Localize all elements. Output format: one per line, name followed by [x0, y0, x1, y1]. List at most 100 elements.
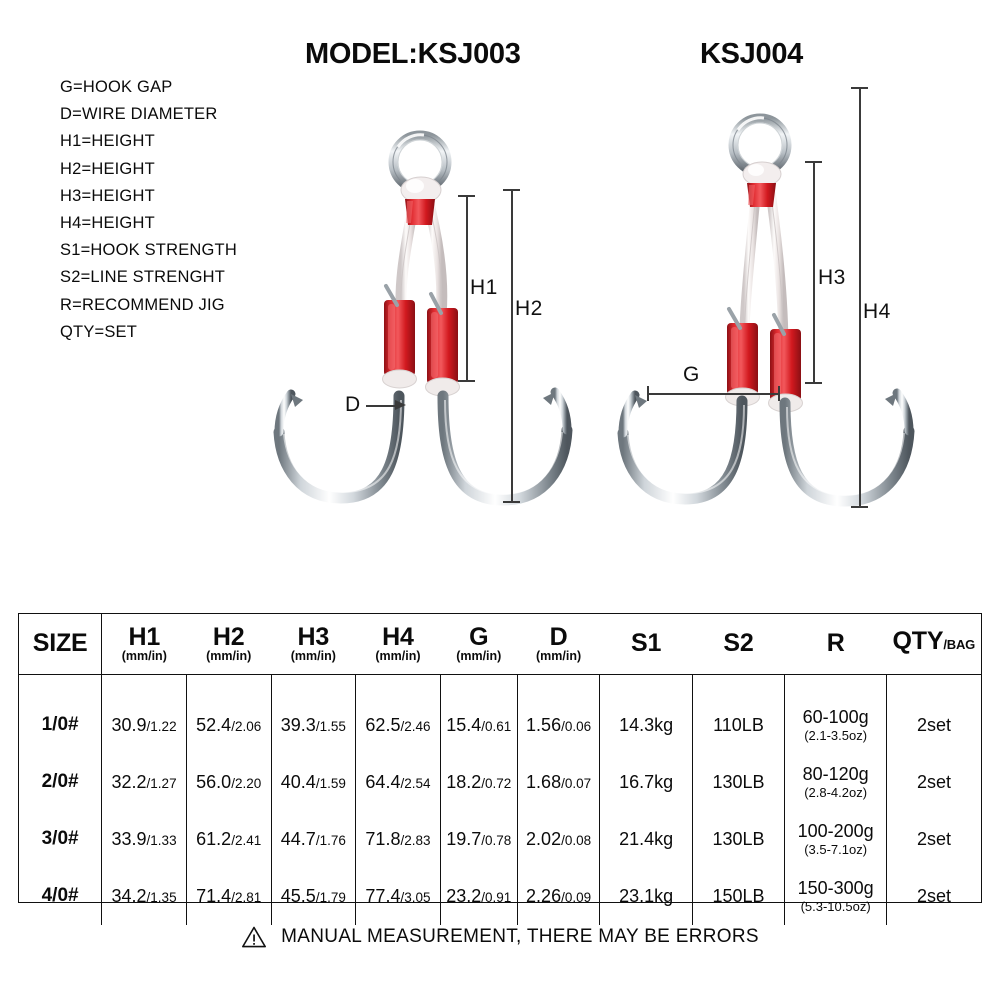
cell-size: 4/0# — [19, 867, 103, 925]
column-title: SIZE — [32, 629, 88, 657]
dimension-line-h1 — [466, 196, 468, 382]
cell-h2: 61.2/2.41 — [185, 810, 272, 868]
cell-r: 150-300g(5.3-10.5oz) — [784, 867, 888, 925]
dimension-label-h4: H4 — [863, 300, 891, 323]
dimension-label-h2: H2 — [515, 297, 543, 320]
red-sleeve-right — [425, 308, 460, 397]
cell-s2: 110LB — [691, 696, 786, 754]
warning-triangle-icon — [242, 926, 267, 948]
column-title: G — [469, 622, 489, 651]
red-top-wrap — [405, 199, 435, 225]
specification-table: SIZE H1 (mm/in) H2 (mm/in) H3 (mm/in) H4… — [18, 613, 982, 925]
cell-h3: 45.5/1.79 — [270, 867, 357, 925]
cell-r: 80-120g(2.8-4.2oz) — [784, 753, 888, 811]
column-title: QTY/BAG — [892, 627, 976, 655]
cell-h3: 40.4/1.59 — [270, 753, 357, 811]
wire-pin-right — [772, 313, 786, 336]
column-title-suffix: /BAG — [943, 637, 976, 652]
cell-h1: 30.9/1.22 — [101, 696, 187, 754]
cell-g: 15.4/0.61 — [439, 696, 518, 754]
hook-barb-left — [635, 395, 647, 408]
dimension-label-h3: H3 — [818, 266, 846, 289]
cell-s2: 130LB — [691, 810, 786, 868]
dimension-tick-h1-top — [458, 195, 475, 197]
dimension-tick-g-left — [647, 386, 649, 401]
column-title: H2 — [212, 622, 245, 651]
legend-block: G=HOOK GAP D=WIRE DIAMETER H1=HEIGHT H2=… — [60, 74, 237, 346]
model-title-left: MODEL:KSJ003 — [305, 38, 521, 70]
cell-h4: 77.4/3.05 — [355, 867, 441, 925]
column-header-d: D (mm/in) — [517, 614, 600, 675]
cell-r: 60-100g(2.1-3.5oz) — [784, 696, 888, 754]
dimension-tick-h3-bottom — [805, 382, 822, 384]
cell-h3: 44.7/1.76 — [270, 810, 357, 868]
cell-h2: 71.4/2.81 — [185, 867, 272, 925]
hook-barb-right — [885, 393, 897, 406]
dimension-label-h1: H1 — [470, 276, 498, 299]
column-title: R — [826, 629, 845, 657]
legend-line: H2=HEIGHT — [60, 159, 155, 178]
cell-h1: 33.9/1.33 — [101, 810, 187, 868]
table-spacer-row — [19, 674, 981, 697]
hook-left — [273, 389, 405, 504]
hook-right — [437, 387, 573, 506]
cell-h1: 32.2/1.27 — [101, 753, 187, 811]
dimension-arrow-d-head — [395, 399, 406, 410]
cell-qty: 2set — [886, 696, 981, 754]
dimension-label-g: G — [683, 363, 700, 386]
dimension-line-g — [648, 393, 780, 395]
product-diagram-area: H1 H2 D — [273, 87, 915, 508]
legend-line: H1=HEIGHT — [60, 132, 155, 151]
hook-barb-left — [291, 394, 303, 407]
cell-d: 2.02/0.08 — [516, 810, 601, 868]
cell-size: 1/0# — [19, 696, 103, 754]
column-unit: (mm/in) — [290, 648, 336, 663]
cell-d: 1.56/0.06 — [516, 696, 601, 754]
column-title: S1 — [631, 629, 662, 657]
dimension-line-h3 — [813, 162, 815, 384]
red-top-wrap — [747, 183, 776, 207]
column-header-h3: H3 (mm/in) — [271, 614, 356, 675]
legend-line: H3=HEIGHT — [60, 186, 155, 205]
column-header-s1: S1 — [599, 614, 693, 675]
column-unit: (mm/in) — [456, 648, 502, 663]
column-title: D — [549, 622, 568, 651]
column-header-h4: H4 (mm/in) — [355, 614, 441, 675]
hook-left — [617, 390, 748, 505]
cell-g: 23.2/0.91 — [439, 867, 518, 925]
dimension-tick-h3-top — [805, 161, 822, 163]
legend-line: D=WIRE DIAMETER — [60, 105, 218, 124]
legend-line: S1=HOOK STRENGTH — [60, 241, 237, 260]
table-row: 1/0# 30.9/1.22 52.4/2.06 39.3/1.55 62.5/… — [19, 696, 981, 754]
table-row: 4/0# 34.2/1.35 71.4/2.81 45.5/1.79 77.4/… — [19, 867, 981, 925]
column-header-qty: QTY/BAG — [886, 614, 981, 675]
model-title-right: KSJ004 — [700, 38, 803, 70]
column-header-s2: S2 — [692, 614, 785, 675]
legend-line: S2=LINE STRENGHT — [60, 268, 226, 287]
hook-right — [779, 388, 915, 507]
wire-pin-right — [429, 292, 443, 315]
column-header-h2: H2 (mm/in) — [186, 614, 271, 675]
dimension-tick-h2-top — [503, 189, 520, 191]
table-header-row: SIZE H1 (mm/in) H2 (mm/in) H3 (mm/in) H4… — [19, 614, 981, 675]
dimension-tick-h2-bottom — [503, 501, 520, 503]
footer-note: MANUAL MEASUREMENT, THERE MAY BE ERRORS — [0, 925, 1000, 949]
dimension-line-h2 — [511, 190, 513, 503]
hook-assembly-ksj003 — [273, 130, 573, 506]
column-unit: (mm/in) — [375, 648, 421, 663]
red-sleeve-right — [768, 329, 803, 413]
cell-qty: 2set — [886, 810, 981, 868]
dimension-tick-h4-top — [851, 87, 868, 89]
cell-s1: 21.4kg — [599, 810, 693, 868]
dimension-tick-h4-bottom — [851, 506, 868, 508]
column-header-h1: H1 (mm/in) — [101, 614, 187, 675]
column-title: H4 — [382, 622, 414, 651]
column-unit: (mm/in) — [121, 648, 167, 663]
table-row: 3/0# 33.9/1.33 61.2/2.41 44.7/1.76 71.8/… — [19, 810, 981, 868]
dimension-tick-g-right — [778, 386, 780, 401]
cell-h2: 56.0/2.20 — [185, 753, 272, 811]
cell-h2: 52.4/2.06 — [185, 696, 272, 754]
cell-d: 2.26/0.09 — [516, 867, 601, 925]
legend-line: H4=HEIGHT — [60, 213, 155, 232]
